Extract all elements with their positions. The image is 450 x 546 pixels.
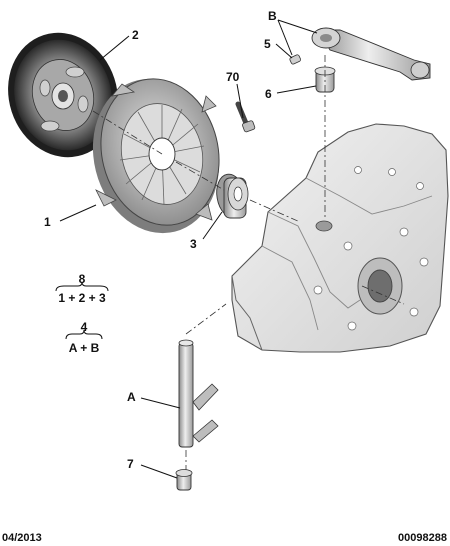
callout-b: B: [268, 9, 277, 23]
callout-6: 6: [265, 87, 272, 101]
brace-icon: [65, 329, 103, 340]
callout-labels: 2 1 3 70 5 6 B A 7: [44, 9, 277, 471]
callout-7: 7: [127, 457, 134, 471]
footer-reference: 00098288: [398, 532, 447, 544]
gearbox-housing: [231, 123, 449, 353]
callout-70: 70: [226, 70, 240, 84]
clutch-disc: [8, 32, 118, 158]
guide-bolt: [235, 101, 256, 133]
pressure-plate: [92, 78, 220, 234]
formula-expression: 1 + 2 + 3: [58, 291, 106, 305]
footer-date: 04/2013: [2, 532, 42, 544]
callout-2: 2: [132, 28, 139, 42]
fork-shaft: [178, 339, 219, 448]
callout-5: 5: [264, 37, 271, 51]
release-bearing: [216, 173, 249, 219]
pin: [289, 54, 301, 65]
callout-a: A: [127, 390, 136, 404]
callout-1: 1: [44, 215, 51, 229]
formula-result: 8: [79, 272, 86, 286]
lower-bushing: [175, 469, 193, 491]
formula-result: 4: [81, 320, 88, 334]
leader-lines: [59, 19, 318, 479]
kit-formula-8: 8 1 + 2 + 3: [55, 272, 109, 305]
formula-expression: A + B: [69, 341, 100, 355]
brace-icon: [55, 281, 109, 292]
assembly-axes: [92, 55, 405, 470]
release-lever: [311, 27, 431, 81]
kit-formula-4: 4 A + B: [65, 320, 103, 355]
callout-3: 3: [190, 237, 197, 251]
